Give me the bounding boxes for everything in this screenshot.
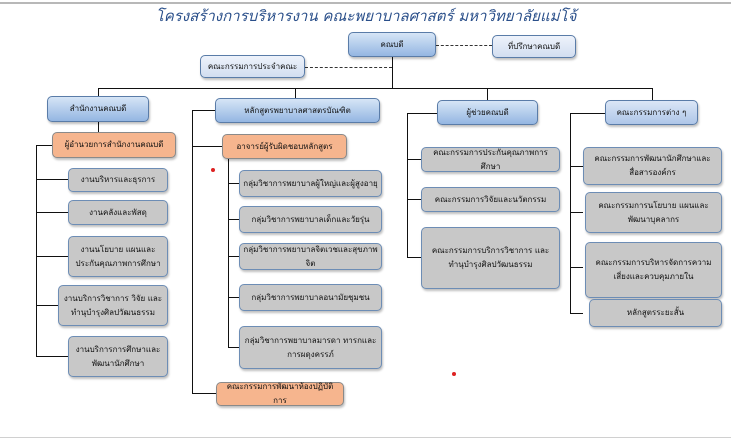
office-unit: งานบริหารและธุรการ: [68, 168, 168, 192]
connector: [570, 166, 583, 168]
connector: [295, 88, 297, 98]
office-director: ผู้อำนวยการสำนักงานคณบดี: [52, 132, 176, 158]
program-lead: อาจารย์ผู้รับผิดชอบหลักสูตร: [222, 134, 347, 159]
program-group: กลุ่มวิชาการพยาบาลมารดา ทารกและการผดุงคร…: [239, 326, 382, 369]
office-unit: งานคลังและพัสดุ: [68, 200, 168, 225]
assistant-committee: คณะกรรมการประกันคุณภาพการศึกษา: [421, 147, 560, 172]
connector: [652, 88, 654, 100]
program-group: กลุ่มวิชาการพยาบาลจิตเวชและสุขภาพจิต: [239, 243, 382, 270]
other-committee: คณะกรรมการบริหารจัดการความเสี่ยงและควบคุ…: [585, 242, 722, 298]
connector: [407, 199, 421, 201]
dean-box: คณบดี: [348, 32, 436, 57]
assistant-committee: คณะกรรมการบริการวิชาการ และทำนุบำรุงศิลป…: [421, 227, 560, 289]
connector: [487, 88, 489, 100]
advisor-box: ที่ปรึกษาคณบดี: [492, 35, 576, 58]
faculty-committee-box: คณะกรรมการประจำคณะ: [200, 55, 305, 78]
connector: [570, 212, 583, 214]
program-group: กลุ่มวิชาการพยาบาลอนามัยชุมชน: [239, 284, 382, 311]
connector: [192, 146, 222, 148]
connector: [228, 256, 239, 258]
connector: [192, 393, 216, 395]
connector: [570, 113, 605, 115]
connector: [36, 212, 68, 214]
connector: [228, 183, 239, 185]
connector: [570, 267, 583, 269]
connector: [407, 113, 437, 115]
office-unit: งานนโยบาย แผนและประกันคุณภาพการศึกษา: [68, 236, 168, 277]
connector: [392, 56, 394, 89]
connector: [570, 113, 572, 314]
committee-connector: [305, 67, 392, 68]
connector: [98, 88, 653, 90]
connector: [570, 313, 583, 315]
connector: [36, 145, 38, 356]
advisor-connector: [436, 45, 492, 46]
chart-title: โครงสร้างการบริหารงาน คณะพยาบาลศาสตร์ มห…: [155, 7, 577, 25]
program-group: กลุ่มวิชาการพยาบาลเด็กและวัยรุ่น: [239, 206, 382, 233]
program-group: กลุ่มวิชาการพยาบาลผู้ใหญ่และผู้สูงอายุ: [239, 170, 382, 197]
assistant-dean-header: ผู้ช่วยคณบดี: [437, 100, 538, 125]
connector: [228, 219, 239, 221]
office-unit: งานบริการวิชาการ วิจัย และทำนุบำรุงศิลปว…: [58, 285, 168, 326]
connector: [228, 158, 230, 348]
connector: [407, 257, 421, 259]
other-committee: หลักสูตรระยะสั้น: [589, 299, 722, 327]
lab-committee: คณะกรรมการพัฒนาห้องปฏิบัติการ: [216, 382, 344, 406]
other-committee: คณะกรรมการพัฒนานักศึกษาและสื่อสารองค์กร: [583, 147, 722, 185]
connector: [407, 159, 421, 161]
connector: [192, 110, 215, 112]
assistant-committee: คณะกรรมการวิจัยและนวัตกรรม: [421, 187, 560, 212]
red-dot-marker: [452, 372, 456, 376]
connector: [192, 110, 194, 394]
connector: [36, 145, 52, 147]
other-committee: คณะกรรมการนโยบาย แผนและพัฒนาบุคลากร: [585, 192, 722, 233]
red-dot-marker: [211, 168, 215, 172]
committees-header: คณะกรรมการต่าง ๆ: [605, 100, 698, 125]
connector: [36, 356, 68, 358]
connector: [228, 297, 239, 299]
office-unit: งานบริการการศึกษาและพัฒนานักศึกษา: [68, 336, 168, 377]
connector: [36, 179, 68, 181]
program-header: หลักสูตรพยาบาลศาสตรบัณฑิต: [215, 98, 380, 123]
connector: [407, 113, 409, 257]
connector: [36, 305, 68, 307]
connector: [36, 256, 68, 258]
connector: [228, 347, 239, 349]
office-header: สำนักงานคณบดี: [47, 96, 149, 122]
